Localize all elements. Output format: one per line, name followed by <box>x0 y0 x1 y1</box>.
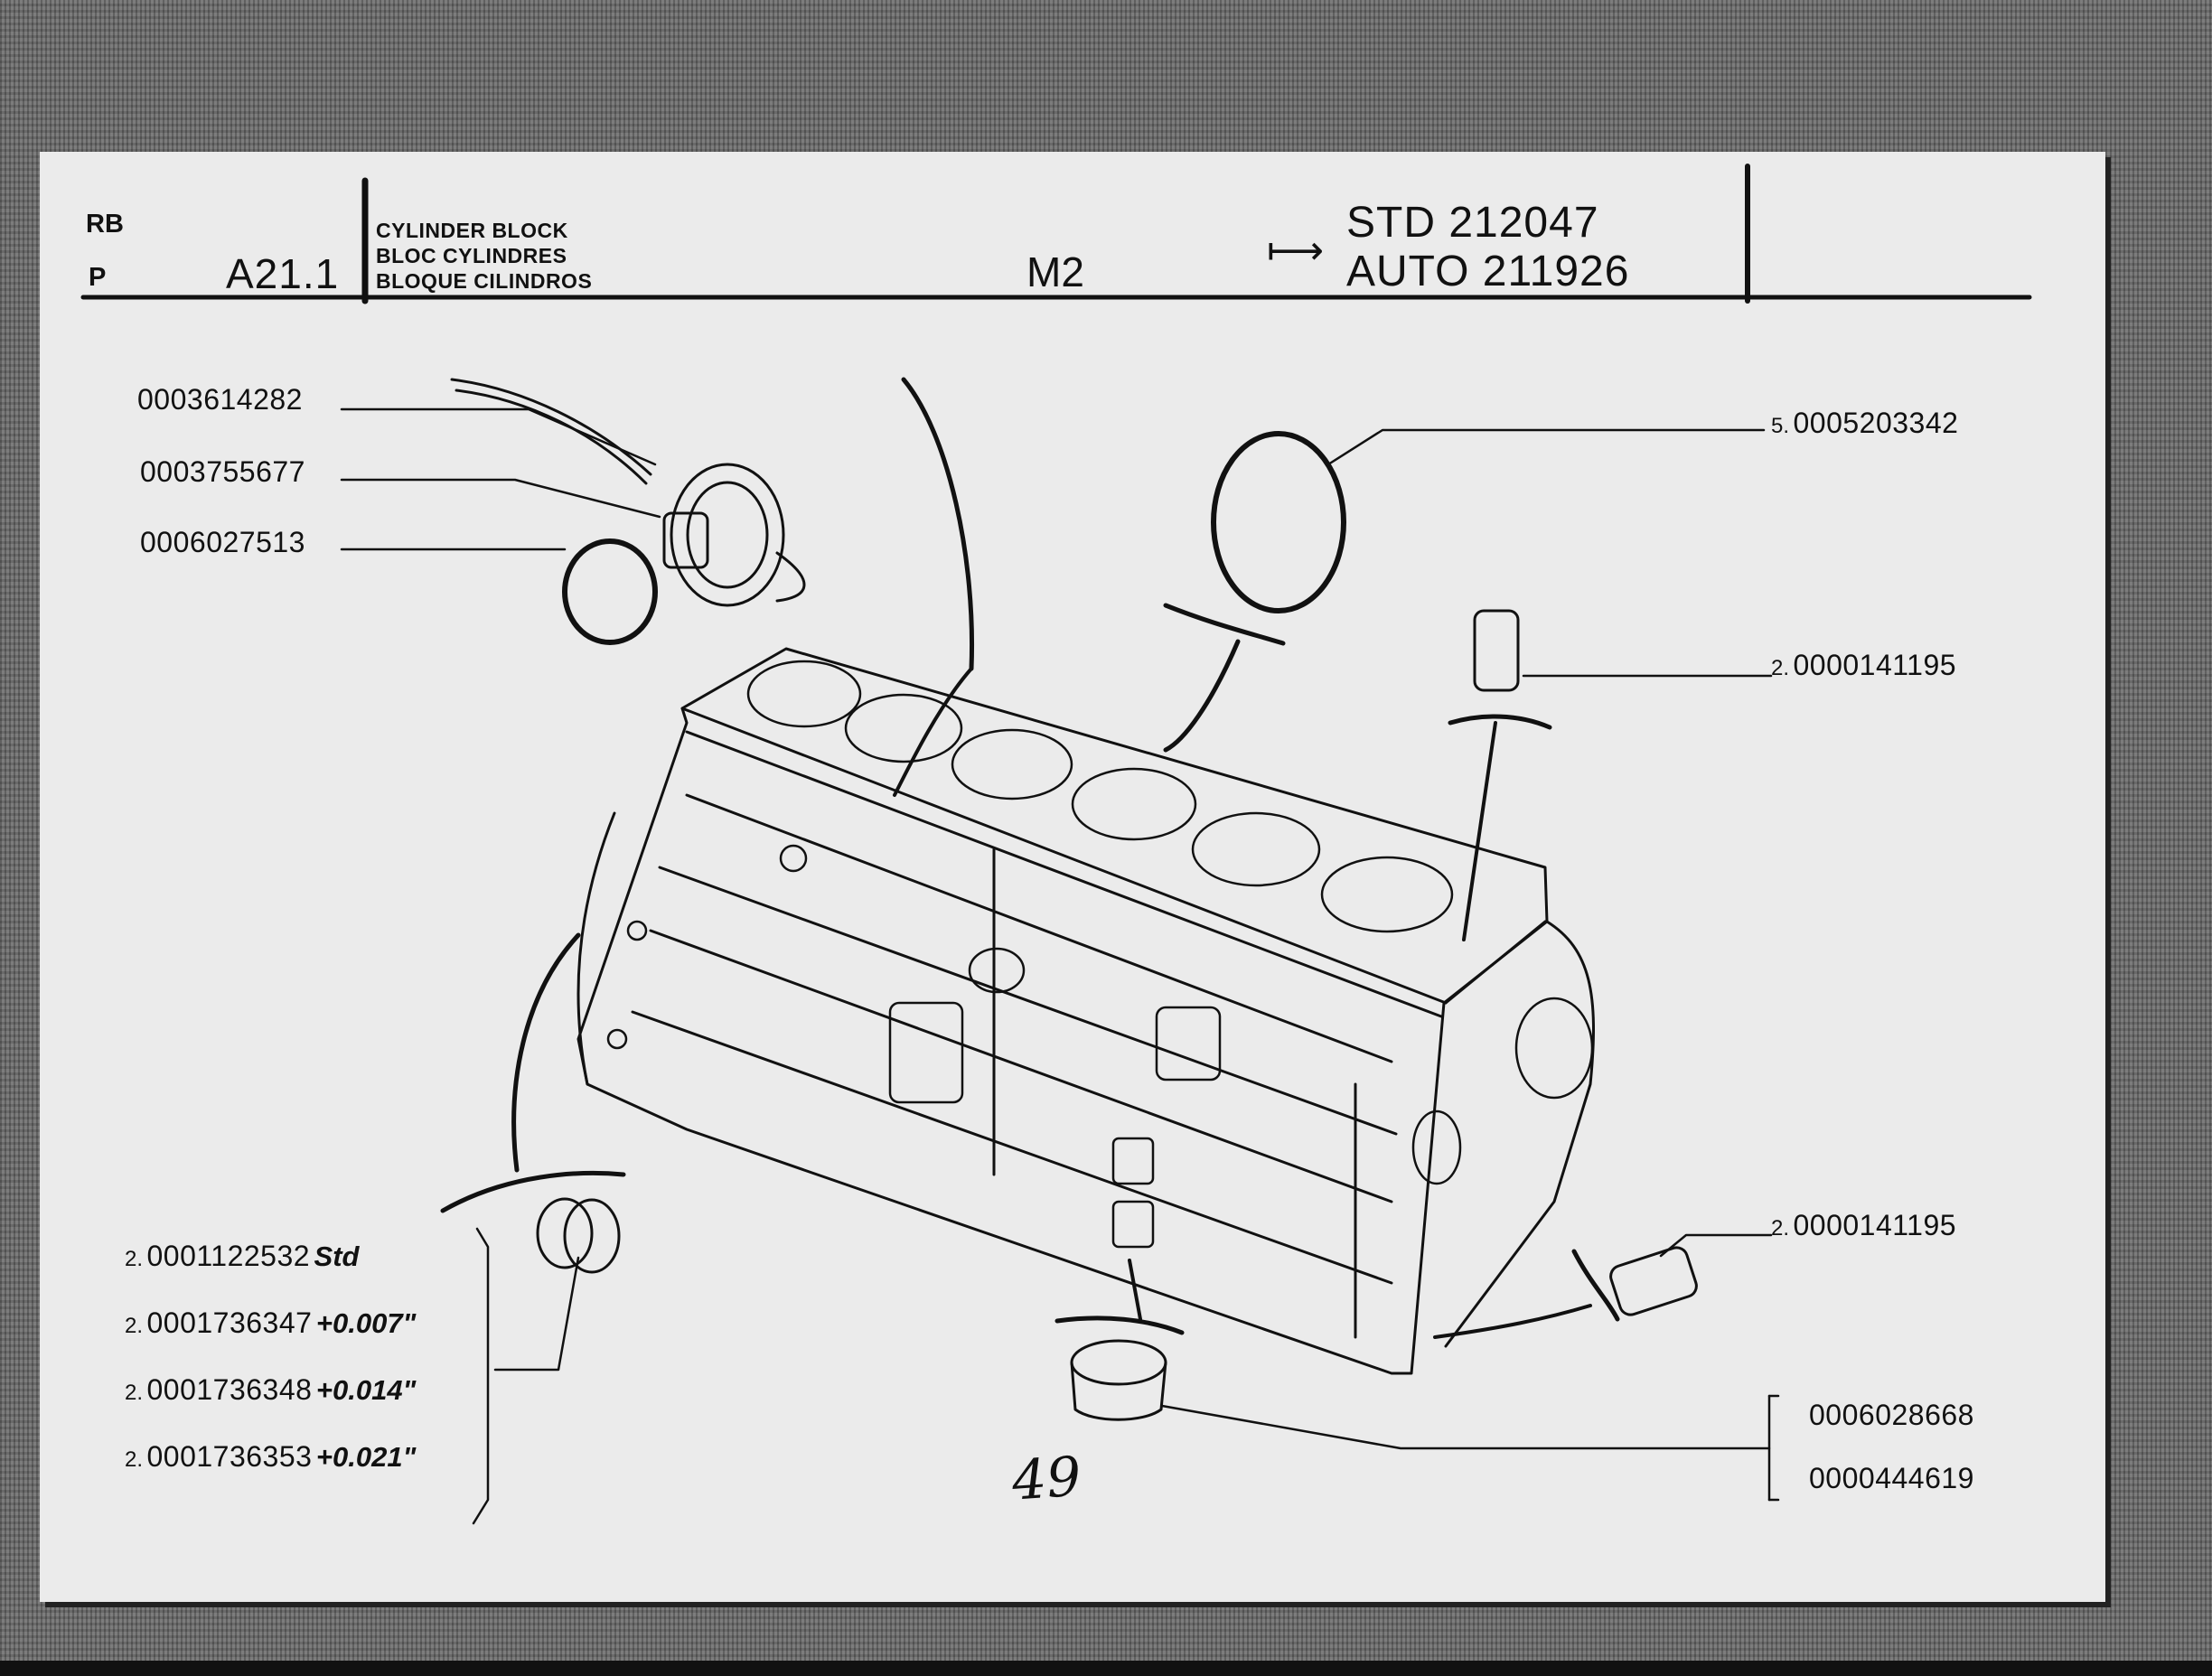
quantity: 2. <box>1771 656 1790 680</box>
bearing-row: 2. 0001736348 +0.014" <box>125 1373 416 1440</box>
callout-dowel-top: 2. 0000141195 <box>1771 649 1956 682</box>
serial-block: STD 212047 AUTO 211926 <box>1346 199 1629 296</box>
title-spanish: BLOQUE CILINDROS <box>376 269 593 293</box>
part-number-plug-sealant: 0000444619 <box>1809 1462 1974 1494</box>
scan-edge <box>0 1661 2212 1676</box>
part-number: 0001736347 <box>146 1306 313 1339</box>
language-code-p: P <box>89 263 107 292</box>
bearing-row: 2. 0001122532 Std <box>125 1240 416 1306</box>
serial-auto: AUTO 211926 <box>1346 248 1630 295</box>
part-number-sensor-wire: 0003614282 <box>137 383 303 416</box>
part-number-expansion-plug: 0006028668 <box>1809 1399 1974 1431</box>
temperature-sensor <box>450 378 806 607</box>
title-french: BLOC CYLINDRES <box>376 244 567 267</box>
tolerance: +0.014" <box>315 1374 417 1406</box>
callout-dowel-bottom: 2. 0000141195 <box>1771 1209 1956 1242</box>
dowel-pin <box>1473 609 1520 692</box>
title-block: CYLINDER BLOCK BLOC CYLINDRES BLOQUE CIL… <box>376 218 592 294</box>
quantity: 2. <box>125 1381 144 1405</box>
bearing-row: 2. 0001736353 +0.021" <box>125 1440 416 1507</box>
seal-ring <box>562 538 658 645</box>
core-plug <box>1211 431 1346 613</box>
bearing-list: 2. 0001122532 Std 2. 0001736347 +0.007" … <box>125 1240 416 1507</box>
tolerance: +0.007" <box>315 1307 417 1339</box>
expansion-plug <box>1070 1339 1167 1386</box>
model-code: M2 <box>1026 248 1084 295</box>
part-number: 0001736353 <box>146 1440 313 1473</box>
part-number: 0000141195 <box>1793 649 1957 681</box>
leader-lines <box>340 407 1780 1525</box>
quantity: 2. <box>1771 1216 1790 1241</box>
callout-core-plug: 5. 0005203342 <box>1771 407 1958 440</box>
bearing-row: 2. 0001736347 +0.007" <box>125 1306 416 1373</box>
tolerance: Std <box>314 1241 360 1272</box>
language-code-rb: RB <box>86 210 124 239</box>
engine-block <box>576 647 1595 1375</box>
cam-bearing <box>563 1198 621 1274</box>
quantity: 2. <box>125 1247 144 1271</box>
part-number: 0005203342 <box>1793 407 1959 439</box>
cylinder-bores <box>746 660 1454 933</box>
page-code: A21.1 <box>226 250 340 297</box>
part-number: 0001736348 <box>146 1373 313 1406</box>
serial-std: STD 212047 <box>1346 199 1599 247</box>
part-number-sensor-housing: 0003755677 <box>140 455 305 488</box>
quantity: 5. <box>1771 414 1790 438</box>
title-english: CYLINDER BLOCK <box>376 219 568 242</box>
part-number: 0000141195 <box>1793 1209 1957 1241</box>
arrow-right-bar-icon: ⟼ <box>1267 229 1325 273</box>
quantity: 2. <box>125 1314 144 1338</box>
quantity: 2. <box>125 1447 144 1472</box>
part-number: 0001122532 <box>146 1240 311 1272</box>
part-number-seal-ring: 0006027513 <box>140 526 305 558</box>
tolerance: +0.021" <box>315 1441 417 1473</box>
